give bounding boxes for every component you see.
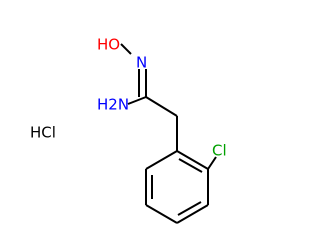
bond-ring-cl	[207, 156, 217, 170]
hydrochloride-label: HCl	[30, 124, 56, 142]
ring-bond-4-5	[145, 204, 178, 224]
ring-bond-3-4	[176, 204, 209, 224]
bond-c-amine	[127, 96, 147, 105]
bond-o-n	[120, 43, 132, 55]
bond-group	[120, 43, 217, 224]
ring-inner-bond-a	[178, 158, 203, 173]
hydroxyl-label: HO	[97, 36, 120, 54]
molecule-structure: HO N H2N Cl HCl	[30, 36, 227, 224]
ring-inner-bond-b	[177, 201, 202, 216]
bond-c-ch2	[145, 96, 178, 117]
ring-bond-1-2	[176, 150, 209, 170]
oxime-nitrogen-label: N	[136, 54, 147, 72]
ring-bond-6-1	[145, 150, 178, 170]
amine-label: H2N	[97, 96, 129, 114]
chlorine-label: Cl	[212, 142, 227, 160]
